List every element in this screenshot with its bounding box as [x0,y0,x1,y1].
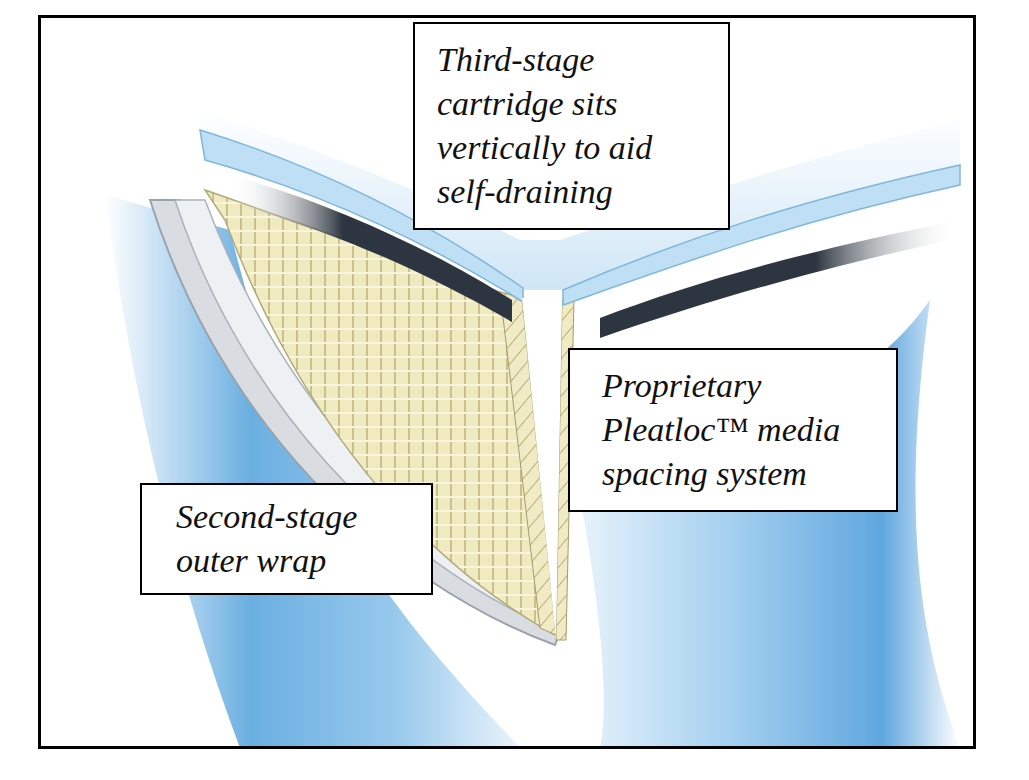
outer-frame [40,17,975,748]
cutaway-gap [522,298,562,640]
gasket-bar [600,220,960,338]
callout-box: Proprietary Pleatloc™ media spacing syst… [568,348,898,512]
callout-text: Second-stage outer wrap [176,495,417,583]
callout-text: Third-stage cartridge sits vertically to… [437,38,714,214]
callout-box: Third-stage cartridge sits vertically to… [413,22,730,230]
callout-text: Proprietary Pleatloc™ media spacing syst… [602,364,882,496]
callout-box: Second-stage outer wrap [140,483,433,595]
